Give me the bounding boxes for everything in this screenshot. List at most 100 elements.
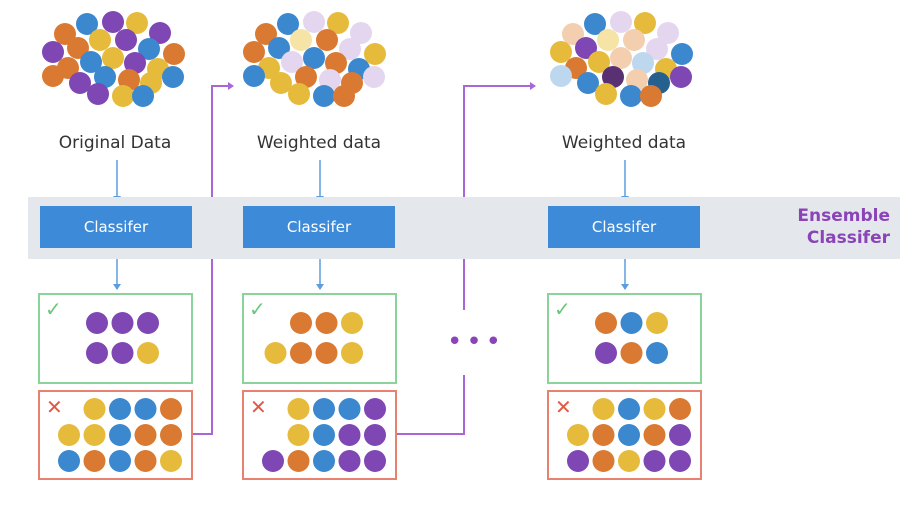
arrowhead-icon bbox=[316, 284, 324, 290]
misclassified-sample bbox=[643, 398, 666, 420]
misclassified-sample bbox=[58, 424, 80, 446]
data-point bbox=[588, 51, 610, 73]
misclassified-sample bbox=[592, 450, 615, 472]
cross-icon: ✕ bbox=[250, 395, 267, 419]
data-point bbox=[671, 43, 693, 65]
data-point bbox=[69, 72, 91, 94]
misclassified-sample bbox=[287, 398, 310, 420]
data-point bbox=[595, 83, 617, 105]
data-point bbox=[138, 38, 160, 60]
ensemble-label-line-2: Classifer bbox=[806, 228, 890, 248]
data-point bbox=[327, 12, 349, 34]
misclassified-sample bbox=[567, 450, 589, 472]
misclassified-sample bbox=[262, 450, 284, 472]
misclassified-sample bbox=[58, 450, 80, 472]
data-point bbox=[620, 85, 642, 107]
misclassified-sample bbox=[364, 450, 386, 472]
misclassified-sample bbox=[618, 450, 640, 472]
correct-sample bbox=[137, 342, 159, 364]
cross-icon: ✕ bbox=[46, 395, 63, 419]
data-point bbox=[333, 85, 355, 107]
misclassified-sample bbox=[643, 424, 666, 446]
misclassified-sample bbox=[109, 450, 131, 472]
data-point bbox=[602, 66, 624, 88]
data-point bbox=[646, 38, 668, 60]
misclassified-sample bbox=[160, 450, 182, 472]
data-point bbox=[363, 66, 385, 88]
data-point bbox=[364, 43, 386, 65]
correct-sample bbox=[620, 342, 643, 364]
data-point bbox=[303, 47, 325, 69]
misclassified-sample bbox=[567, 424, 589, 446]
correct-sample bbox=[646, 342, 668, 364]
original-data-label: Original Data bbox=[58, 133, 172, 153]
data-point bbox=[255, 23, 277, 45]
wrong-box-1 bbox=[38, 390, 193, 480]
data-point bbox=[339, 38, 361, 60]
correct-sample bbox=[111, 342, 134, 364]
data-point bbox=[270, 72, 292, 94]
data-point bbox=[268, 37, 290, 59]
data-point bbox=[350, 22, 372, 44]
data-point bbox=[277, 13, 299, 35]
checkmark-icon: ✓ bbox=[554, 297, 571, 321]
data-point bbox=[295, 66, 317, 88]
correct-sample bbox=[86, 342, 108, 364]
misclassified-sample bbox=[669, 424, 691, 446]
data-point bbox=[303, 11, 325, 33]
arrowhead-icon bbox=[228, 82, 234, 90]
data-point bbox=[632, 52, 654, 74]
data-point bbox=[102, 11, 124, 33]
misclassified-sample bbox=[109, 398, 131, 420]
misclassified-sample bbox=[83, 424, 106, 446]
data-point bbox=[243, 65, 265, 87]
weighted-data-label-1: Weighted data bbox=[256, 133, 382, 153]
connector-line bbox=[193, 85, 228, 435]
classifier-box-2: Classifer bbox=[243, 206, 395, 248]
classifier-box-1: Classifer bbox=[40, 206, 192, 248]
correct-sample bbox=[137, 312, 159, 334]
data-point bbox=[42, 41, 64, 63]
data-point bbox=[115, 29, 137, 51]
misclassified-sample bbox=[313, 424, 335, 446]
data-point bbox=[162, 66, 184, 88]
correct-sample bbox=[290, 312, 312, 334]
data-point bbox=[67, 37, 89, 59]
correct-sample bbox=[315, 342, 338, 364]
data-point bbox=[597, 29, 619, 51]
misclassified-sample bbox=[83, 398, 106, 420]
misclassified-sample bbox=[364, 398, 386, 420]
data-point bbox=[89, 29, 111, 51]
data-point bbox=[42, 65, 64, 87]
data-point bbox=[670, 66, 692, 88]
data-point bbox=[80, 51, 102, 73]
misclassified-sample bbox=[338, 424, 361, 446]
ensemble-classifier-label: Ensemble Classifer bbox=[797, 205, 890, 249]
misclassified-sample bbox=[287, 450, 310, 472]
data-point bbox=[575, 37, 597, 59]
misclassified-sample bbox=[592, 424, 615, 446]
correct-sample bbox=[86, 312, 108, 334]
data-point bbox=[550, 65, 572, 87]
misclassified-sample bbox=[669, 450, 691, 472]
data-point bbox=[132, 85, 154, 107]
misclassified-sample bbox=[313, 398, 335, 420]
data-point bbox=[102, 47, 124, 69]
arrowhead-icon bbox=[113, 284, 121, 290]
wrong-box-2 bbox=[242, 390, 397, 480]
data-point bbox=[281, 51, 303, 73]
weighted-data-label-2: Weighted data bbox=[561, 133, 687, 153]
ensemble-label-line-1: Ensemble bbox=[797, 206, 890, 226]
data-point bbox=[94, 66, 116, 88]
correct-sample bbox=[646, 312, 668, 334]
classifier-box-3: Classifer bbox=[548, 206, 700, 248]
misclassified-sample bbox=[643, 450, 666, 472]
misclassified-sample bbox=[338, 398, 361, 420]
connector-line bbox=[397, 375, 465, 435]
misclassified-sample bbox=[134, 424, 157, 446]
data-point bbox=[76, 13, 98, 35]
data-point bbox=[54, 23, 76, 45]
correct-sample bbox=[290, 342, 312, 364]
misclassified-sample bbox=[618, 398, 640, 420]
ellipsis-dots: ••• bbox=[447, 327, 506, 357]
